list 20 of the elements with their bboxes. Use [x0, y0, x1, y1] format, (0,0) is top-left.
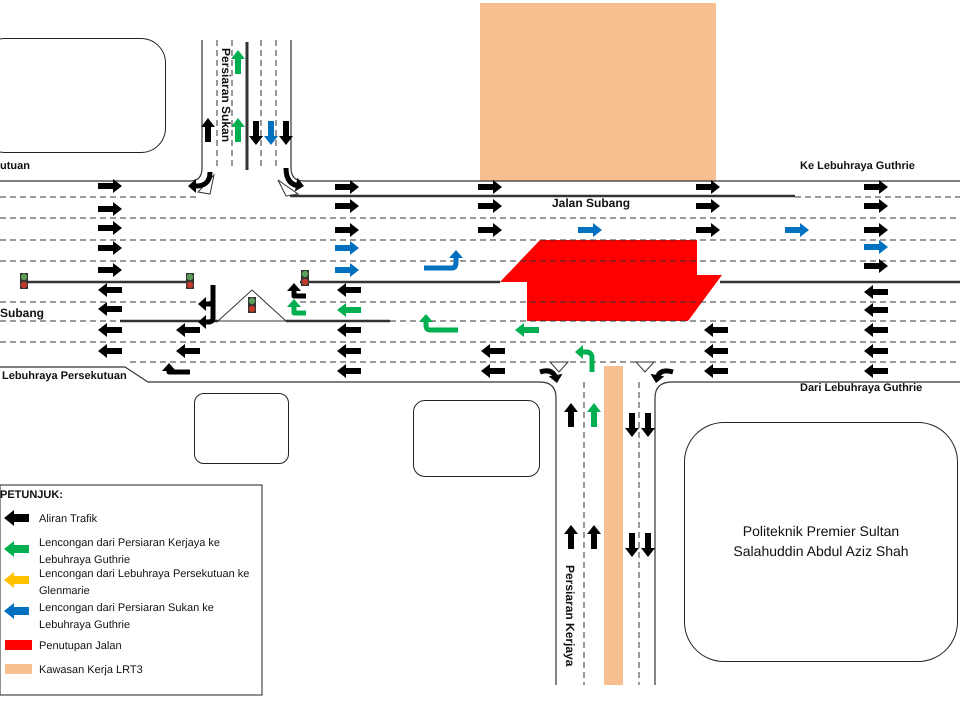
legend-label: Lencongan dari Persiaran Sukan ke Lebuhraya Guthrie — [39, 601, 215, 632]
building-box — [0, 38, 166, 153]
road-name: Lebuhraya Persekutuan — [2, 370, 127, 382]
legend-label: Aliran Trafik — [39, 512, 98, 527]
building-name: Politeknik Premier Sultan Salahuddin Abdul Aziz Shah — [732, 522, 910, 561]
legend-label: Penutupan Jalan — [39, 639, 123, 654]
road-name: Persiaran Kerjaya — [563, 565, 577, 666]
building-box — [684, 422, 958, 662]
road-name: Persiaran Sukan — [219, 48, 233, 142]
road-name: Dari Lebuhraya Guthrie — [800, 382, 922, 394]
legend-label: Lencongan dari Persiaran Kerjaya ke Lebuhraya Guthrie — [39, 536, 222, 568]
legend-title: PETUNJUK: — [0, 489, 63, 501]
road-name: Subang — [0, 306, 44, 320]
road-name: Ke Lebuhraya Guthrie — [800, 160, 915, 172]
legend-label: Lencongan dari Lebuhraya Persekutuan ke Glenmarie — [39, 567, 250, 598]
building-box — [413, 400, 540, 477]
legend-label: Kawasan Kerja LRT3 — [39, 663, 144, 678]
road-name: Jalan Subang — [552, 196, 630, 210]
building-box — [194, 393, 289, 464]
road-name: utuan — [0, 160, 30, 172]
